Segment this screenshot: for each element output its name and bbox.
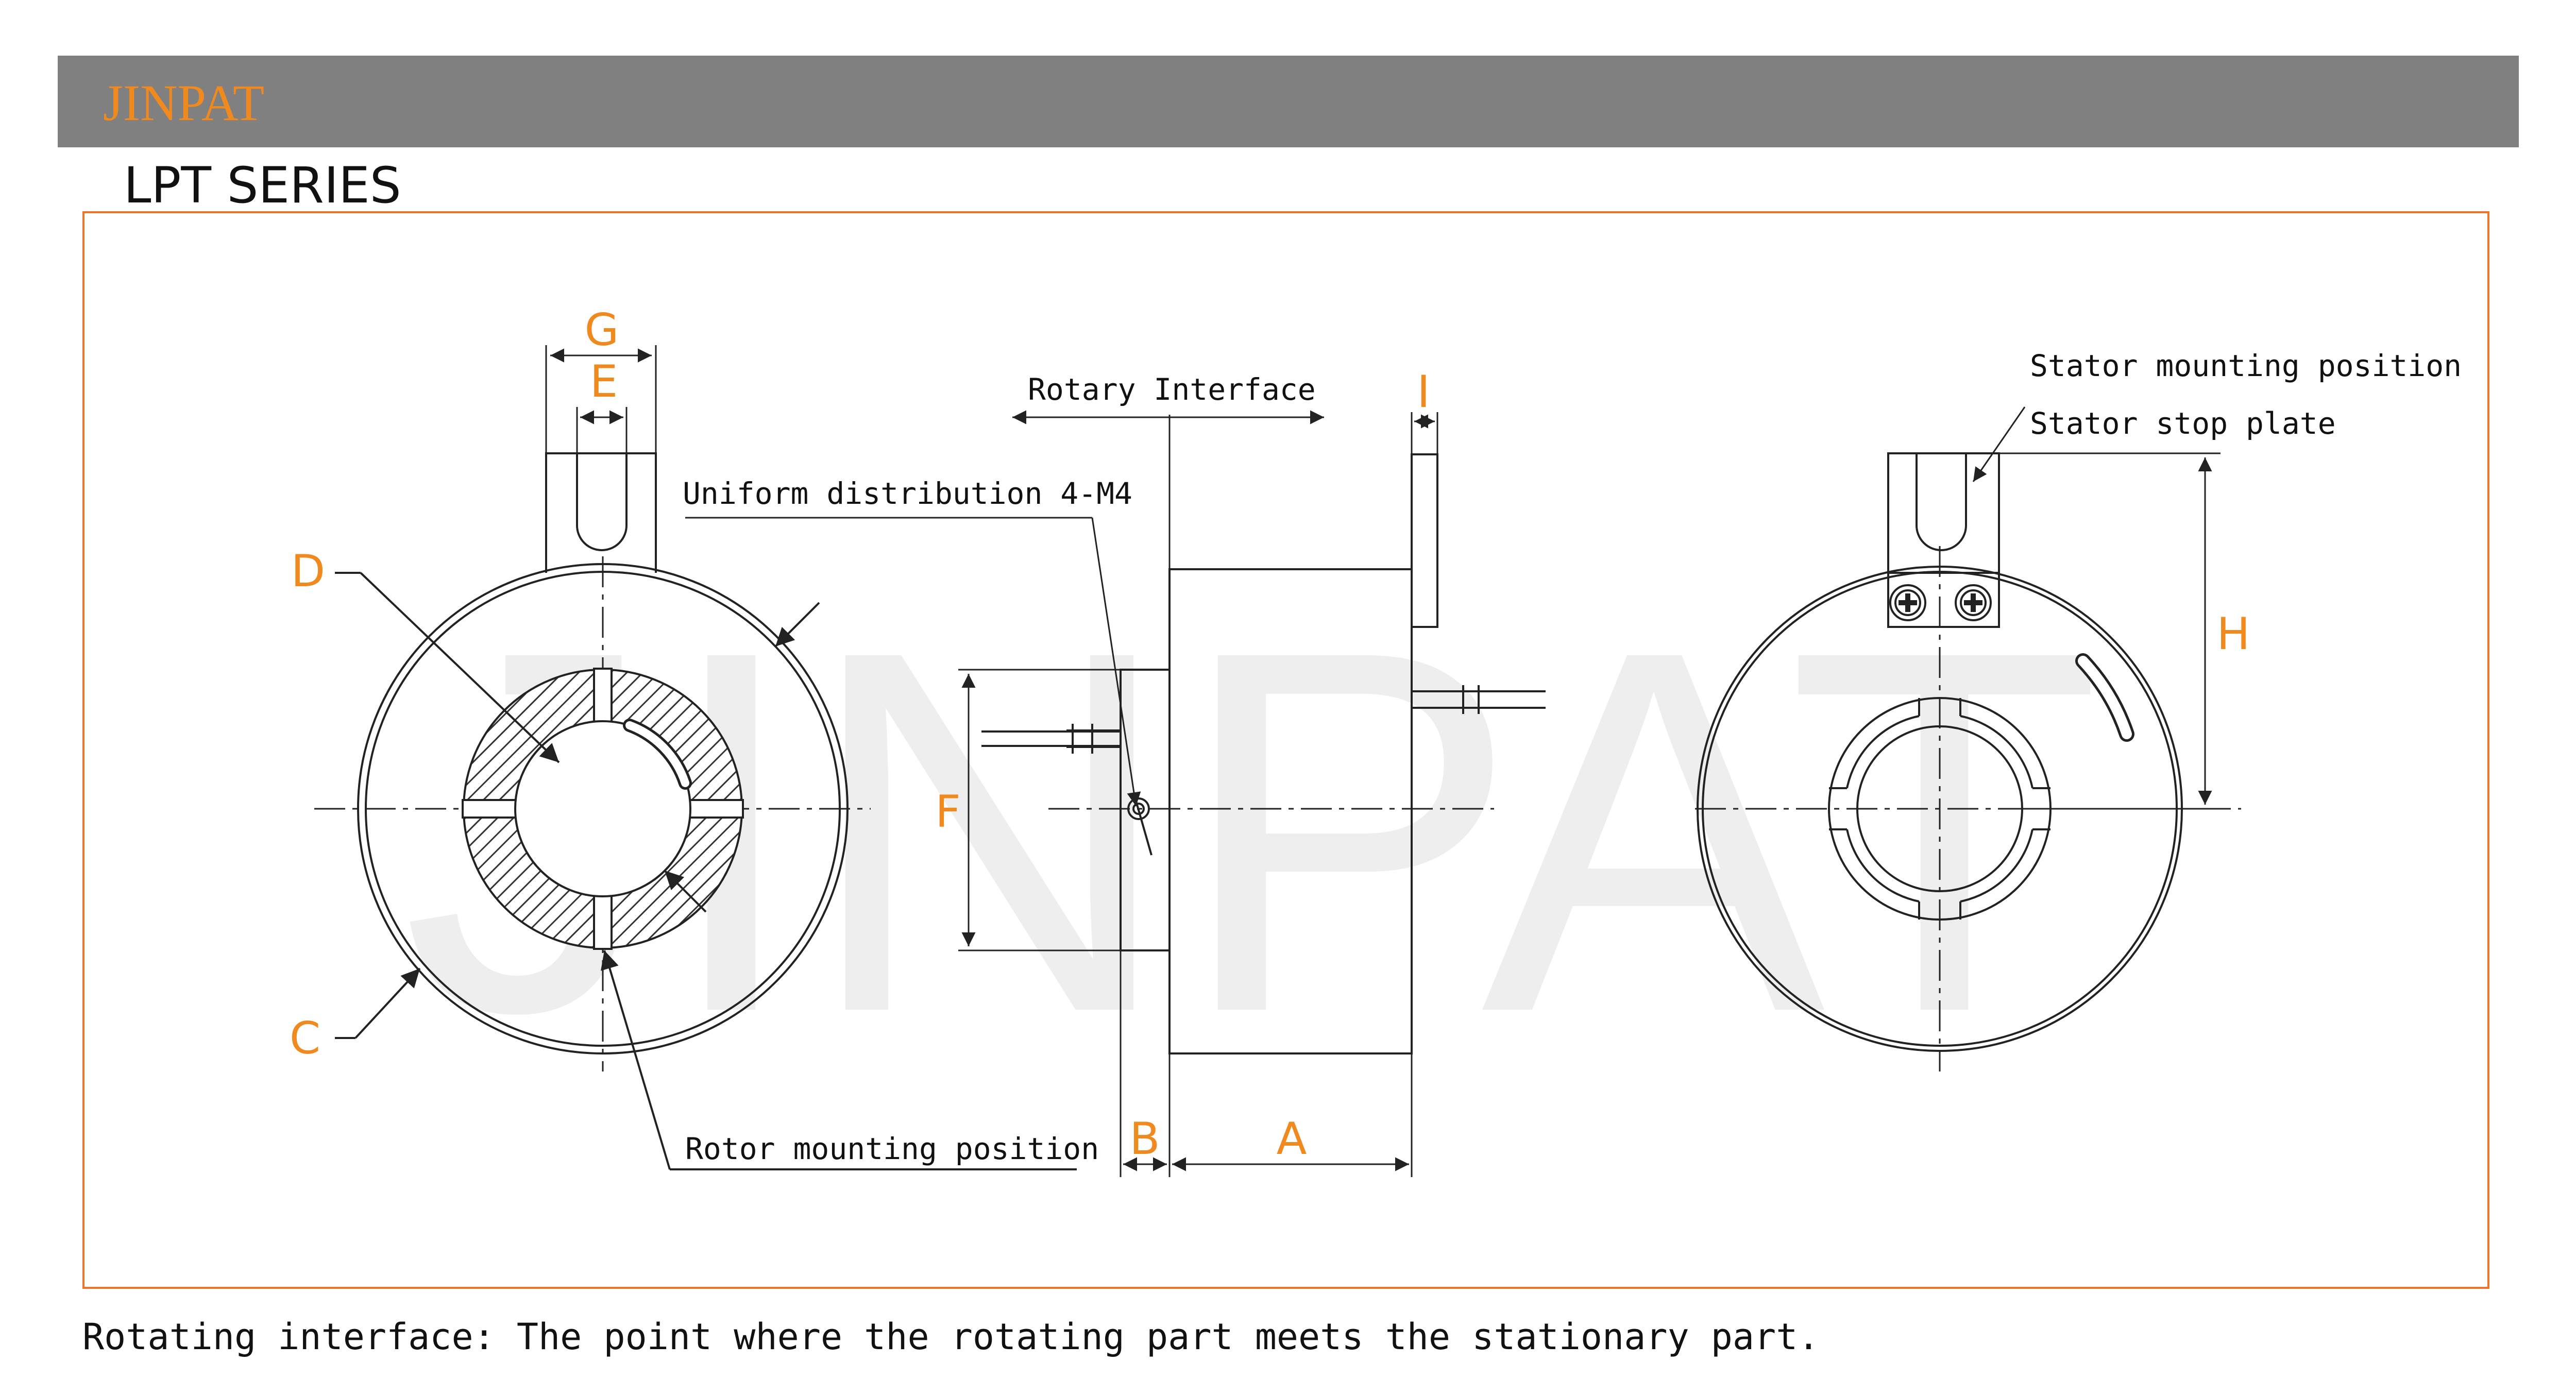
brand-logo: JINPAT: [103, 74, 265, 131]
rotor-flange: [1120, 669, 1171, 951]
stator-screw-icon: [1955, 584, 1992, 621]
back-view: [1695, 406, 2241, 1071]
dimension-d: D: [291, 546, 325, 597]
dimension-i: I: [1417, 366, 1430, 418]
series-title: LPT SERIES: [124, 157, 401, 214]
front-view: [314, 345, 1077, 1170]
stator-screw-icon: [1889, 584, 1926, 621]
footer-note: Rotating interface: The point where the …: [82, 1316, 1820, 1358]
dimension-a: A: [1277, 1113, 1307, 1165]
stator-mounting-label: Stator mounting position: [2030, 348, 2462, 383]
side-view: [685, 410, 1546, 1177]
housing-outer-circle: [357, 563, 849, 1054]
rotary-interface-label: Rotary Interface: [1028, 372, 1316, 407]
stator-plate: [1411, 453, 1438, 628]
uniform-distribution-label: Uniform distribution 4-M4: [683, 476, 1132, 511]
rotor-mounting-label: Rotor mounting position: [685, 1131, 1099, 1166]
header-bar: JINPAT: [58, 56, 2519, 147]
dimension-e: E: [590, 356, 618, 407]
dimension-g: G: [585, 304, 619, 356]
drawing-frame: [82, 211, 2489, 1289]
stator-stop-plate-block: [1887, 572, 2000, 628]
dimension-c: C: [290, 1013, 320, 1064]
dimension-f: F: [935, 786, 960, 838]
dimension-h: H: [2217, 608, 2250, 660]
dimension-b: B: [1130, 1113, 1160, 1165]
stator-stop-label: Stator stop plate: [2030, 406, 2336, 441]
